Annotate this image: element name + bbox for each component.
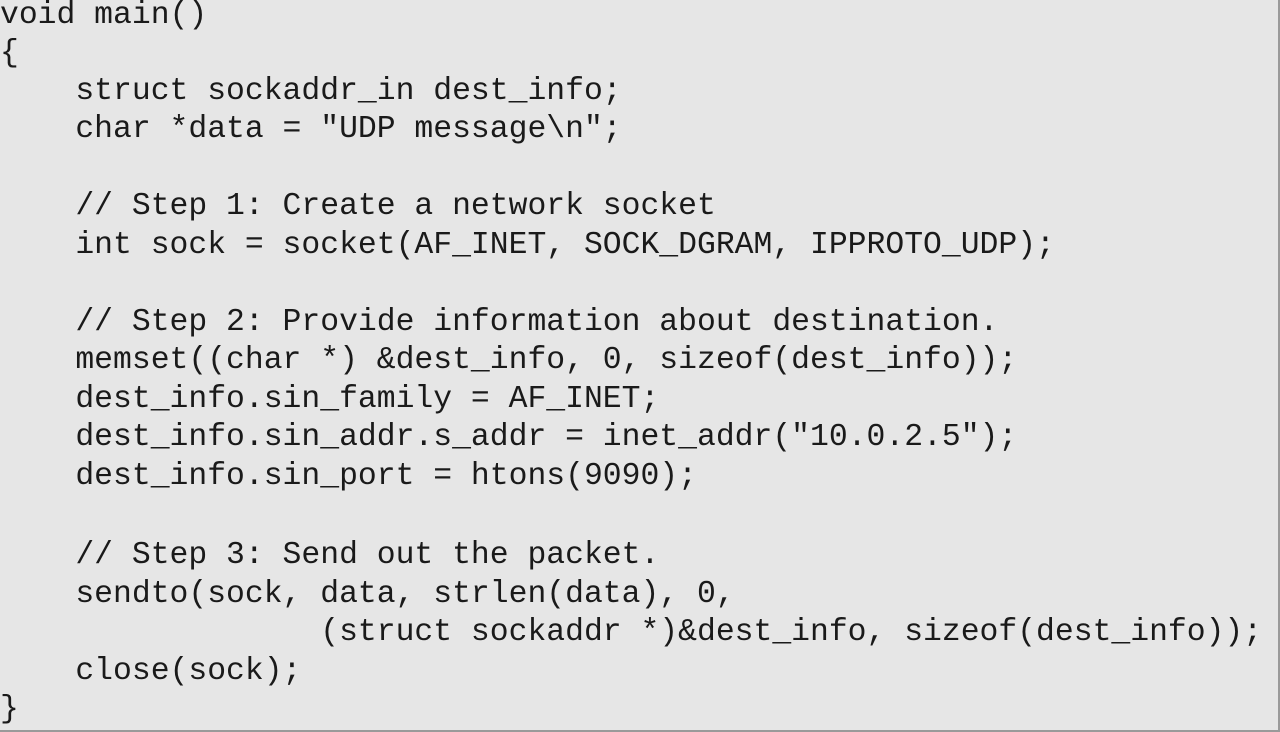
code-line-11: dest_info.sin_family = AF_INET; — [0, 382, 660, 417]
code-line-12: dest_info.sin_addr.s_addr = inet_addr("1… — [0, 420, 1018, 455]
code-line-1: void main() — [0, 0, 208, 33]
code-line-4: char *data = "UDP message\n"; — [0, 112, 622, 147]
code-line-2: { — [0, 36, 19, 71]
code-line-15: // Step 3: Send out the packet. — [0, 538, 660, 573]
code-line-18: close(sock); — [0, 654, 302, 689]
code-line-10: memset((char *) &dest_info, 0, sizeof(de… — [0, 343, 1018, 378]
code-line-13: dest_info.sin_port = htons(9090); — [0, 459, 697, 494]
code-line-16: sendto(sock, data, strlen(data), 0, — [0, 577, 735, 612]
code-line-9: // Step 2: Provide information about des… — [0, 305, 999, 340]
code-line-17: (struct sockaddr *)&dest_info, sizeof(de… — [0, 615, 1263, 650]
code-line-7: int sock = socket(AF_INET, SOCK_DGRAM, I… — [0, 228, 1055, 263]
code-line-6: // Step 1: Create a network socket — [0, 189, 716, 224]
code-line-3: struct sockaddr_in dest_info; — [0, 74, 622, 109]
code-line-19: } — [0, 692, 19, 727]
